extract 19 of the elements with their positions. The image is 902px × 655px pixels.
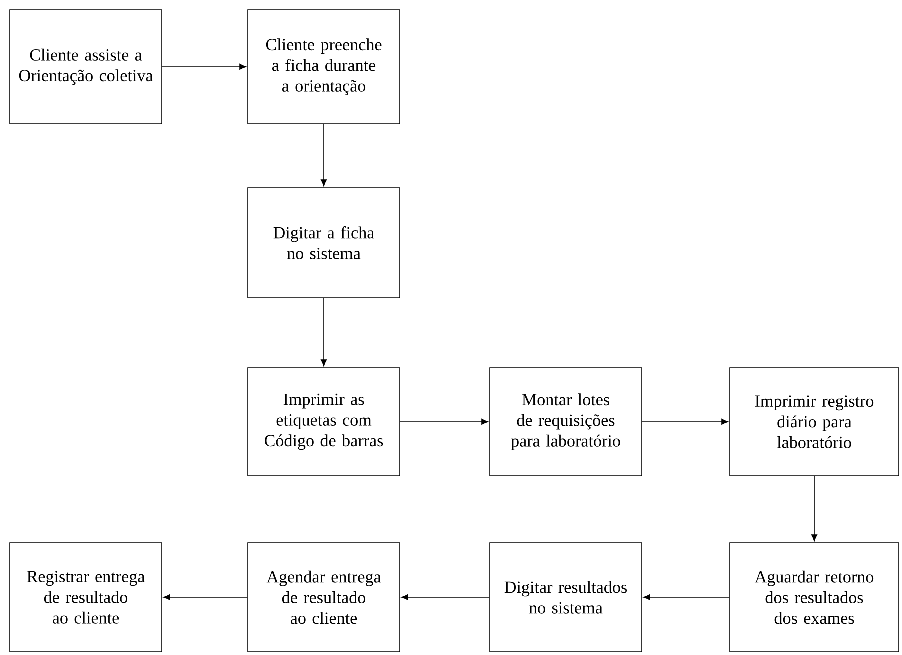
- arrow: [644, 594, 730, 600]
- process-box: Aguardar retorno dos resultados dos exames: [730, 542, 900, 652]
- arrow: [402, 594, 490, 600]
- process-box: Digitar resultados no sistema: [490, 542, 642, 652]
- process-box: Imprimir registro diário para laboratório: [730, 368, 900, 476]
- arrow: [812, 476, 818, 542]
- arrow: [164, 594, 248, 600]
- arrow: [642, 419, 729, 425]
- process-box: Digitar a ficha no sistema: [248, 188, 400, 298]
- arrow: [321, 124, 327, 186]
- process-box: Agendar entrega de resultado ao cliente: [248, 542, 400, 652]
- process-box: Imprimir as etiquetas com Código de barras: [248, 368, 400, 476]
- arrow: [321, 298, 327, 366]
- process-box: Cliente assiste a Orientação coletiva: [10, 10, 162, 124]
- process-box: Registrar entrega de resultado ao cliente: [10, 542, 162, 652]
- arrow: [162, 64, 247, 70]
- arrow: [400, 419, 488, 425]
- process-box: Montar lotes de requisições para laboratório: [490, 368, 642, 476]
- process-box: Cliente preenche a ficha durante a orientação: [248, 10, 400, 124]
